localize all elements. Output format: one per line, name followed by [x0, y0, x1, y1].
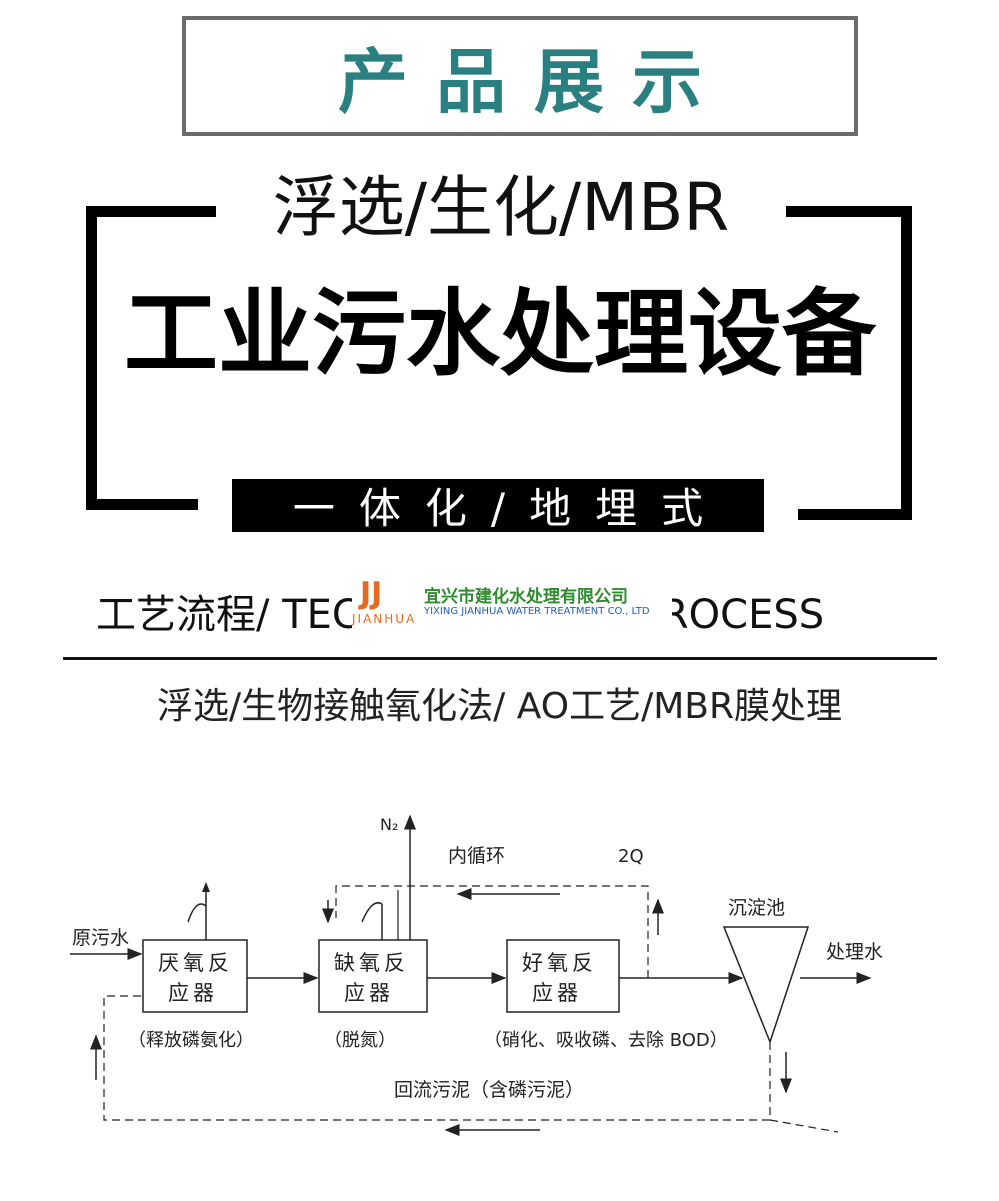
header-title: 产品展示: [338, 40, 730, 123]
company-logo: JJ JIANHUA 宜兴市建化水处理有限公司 YIXING JIANHUA W…: [352, 574, 672, 632]
clarifier-label: 沉淀池: [728, 897, 785, 919]
mixer-arrow-1-head: [202, 882, 210, 892]
reactor-label-line2: 应器: [344, 981, 394, 1005]
reactor-note: （硝化、吸收磷、去除 BOD）: [484, 1030, 728, 1051]
reactor-label-line2: 应器: [168, 981, 218, 1005]
internal-loop-label: 内循环: [448, 845, 505, 867]
reactor-box-anaerobic: [142, 939, 248, 1013]
clarifier-funnel: [722, 926, 810, 1045]
reactor-label-line1: 厌氧反: [158, 951, 233, 975]
divider: [63, 657, 937, 660]
hero-subtitle: 浮选/生化/MBR: [216, 165, 786, 251]
logo-brand-en: JIANHUA: [352, 612, 417, 626]
sludge-return-label: 回流污泥（含磷污泥）: [394, 1079, 584, 1101]
logo-company-en: YIXING JIANHUA WATER TREATMENT CO., LTD: [424, 606, 650, 617]
hero-tagline: 一体化/地埋式: [292, 484, 728, 533]
logo-icon: JJ: [360, 576, 383, 611]
mixer-arrow-1: [187, 886, 207, 940]
process-flow-diagram: N₂ 内循环 2Q 沉淀池 原污水 处理水 厌氧反 应器 缺氧反 应器 好氧反 …: [70, 814, 883, 1136]
header-box: 产品展示: [182, 16, 858, 136]
reactor-box-aerobic: [506, 939, 620, 1013]
reactor-note: （释放磷氨化）: [128, 1030, 254, 1051]
n2-label: N₂: [380, 815, 398, 834]
hero-tagline-box: 一体化/地埋式: [232, 479, 764, 533]
hero-title: 工业污水处理设备: [123, 280, 876, 389]
influent-label: 原污水: [72, 927, 129, 949]
reactor-label-line1: 缺氧反: [334, 951, 409, 975]
logo-company-cn: 宜兴市建化水处理有限公司: [424, 587, 628, 607]
mixer-arrow-2: [361, 902, 383, 940]
internal-loop-line: [335, 885, 649, 978]
sludge-outflow: [769, 1119, 839, 1133]
loop-ratio-label: 2Q: [618, 846, 644, 867]
reactor-box-anoxic: [318, 939, 428, 1013]
process-methods: 浮选/生物接触氧化法/ AO工艺/MBR膜处理: [157, 686, 842, 727]
reactor-label-line1: 好氧反: [522, 951, 597, 975]
reactor-label-line2: 应器: [532, 981, 582, 1005]
reactor-note: （脱氮）: [324, 1030, 396, 1051]
effluent-label: 处理水: [826, 941, 883, 963]
sludge-return-line: [103, 995, 771, 1121]
